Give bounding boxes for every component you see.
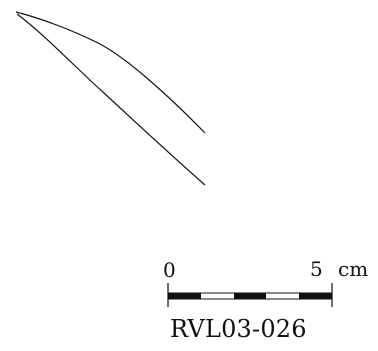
scale-bar — [167, 283, 333, 307]
catalog-id-label: RVL03-026 — [170, 315, 307, 343]
scale-unit-label: cm — [338, 257, 369, 281]
sherd-profile-outer-line — [15, 11, 206, 134]
sherd-profile-inner-line — [16, 13, 206, 186]
scale-segment-3 — [234, 293, 266, 299]
scale-segment-5 — [299, 293, 332, 299]
scale-end-value: 5 — [310, 257, 323, 281]
scale-segment-1 — [168, 293, 201, 299]
scale-start-label: 0 — [163, 258, 176, 282]
